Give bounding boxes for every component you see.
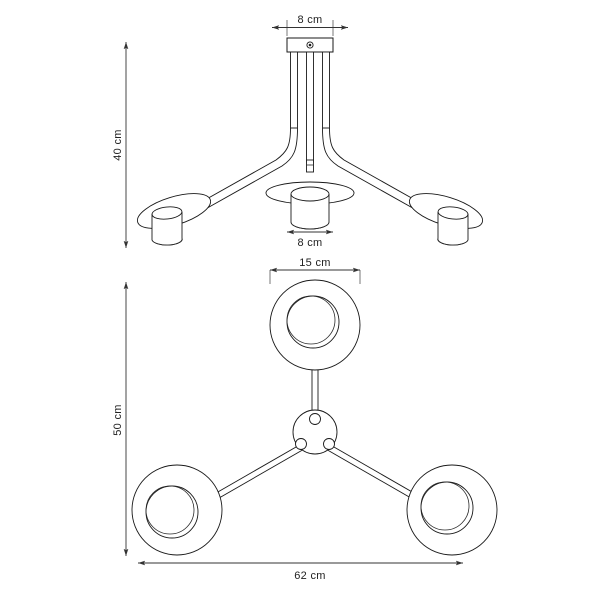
shade-bottom-right (406, 464, 498, 556)
arm-right (322, 127, 425, 212)
dimension-plan-depth: 50 cm (112, 282, 129, 556)
dimension-shade-outer-diameter: 15 cm (269, 257, 361, 284)
vertical-stem-center (306, 51, 314, 163)
shade-left-inner (145, 485, 199, 539)
lamp-head-right (408, 193, 484, 246)
dim-label-plan-width: 62 cm (294, 570, 325, 582)
dimension-canopy-width: 8 cm (272, 14, 348, 36)
vertical-stem-right (322, 51, 330, 129)
lamp-head-center (265, 181, 355, 230)
dim-label-plan-depth: 50 cm (112, 404, 124, 435)
dim-label-overall-height: 40 cm (112, 129, 124, 160)
dim-label-canopy-width: 8 cm (297, 14, 322, 26)
shade-top-inner-highlight (286, 295, 336, 345)
hub-joint-top (309, 413, 321, 425)
center-hub (292, 409, 338, 455)
dimension-shade-diameter: 8 cm (287, 229, 333, 249)
dimension-plan-width: 62 cm (138, 560, 463, 582)
elevation-view: 8 cm 40 cm 8 cm (112, 14, 484, 249)
shade-top (269, 279, 361, 371)
shade-top-inner (286, 295, 340, 349)
plan-view: 15 cm 50 cm 62 cm (112, 257, 498, 582)
hub-joint-right (323, 438, 335, 450)
dimension-overall-height: 40 cm (112, 42, 129, 248)
vertical-stem-left (290, 51, 298, 129)
shade-right-inner (420, 481, 474, 535)
dim-label-shade-outer-diameter: 15 cm (299, 257, 330, 269)
shade-right-inner-highlight (420, 481, 470, 531)
shade-bottom-left (131, 464, 223, 556)
hub-joint-left (295, 438, 307, 450)
dim-label-shade-diameter: 8 cm (297, 237, 322, 249)
shade-left-inner-highlight (145, 485, 195, 535)
lamp-head-left (136, 193, 212, 246)
arm-center (306, 159, 314, 173)
arm-left (195, 127, 298, 212)
ceiling-canopy-plate (286, 37, 334, 53)
